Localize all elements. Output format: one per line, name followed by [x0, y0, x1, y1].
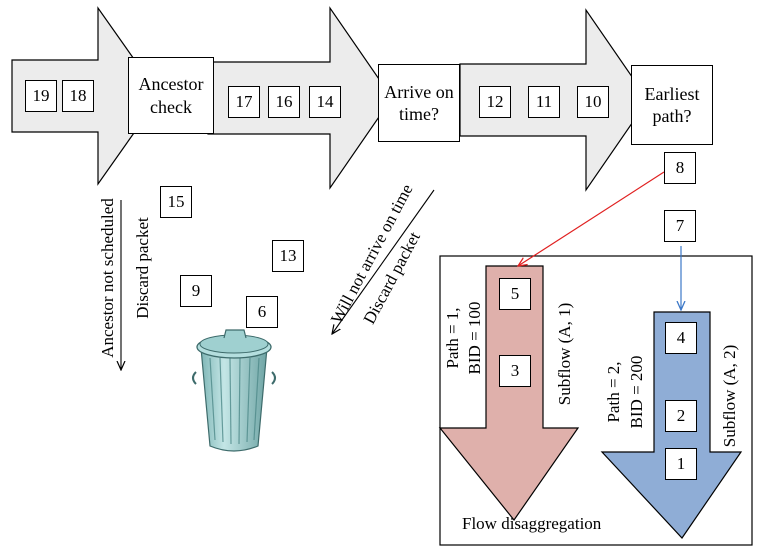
discard-arrow-2 — [332, 189, 435, 334]
flow-disaggregation-caption: Flow disaggregation — [462, 514, 602, 533]
arrive-on-time-stage: Arrive on time? — [378, 64, 460, 142]
packet-16: 16 — [268, 86, 300, 118]
subflow-1-arrow — [438, 265, 580, 522]
packet-1: 1 — [665, 448, 697, 480]
ancestor-check-stage: Ancestor check — [128, 57, 214, 134]
packet-2: 2 — [665, 400, 697, 432]
packet-19: 19 — [25, 80, 57, 112]
packet-17: 17 — [228, 86, 260, 118]
packet-18: 18 — [62, 80, 94, 112]
packet-4: 4 — [665, 322, 697, 354]
subflow-1-bid-label: BID = 100 — [465, 301, 485, 375]
packet-6: 6 — [246, 296, 278, 328]
packet-13: 13 — [272, 240, 304, 272]
subflow-2-bid-label: BID = 200 — [627, 355, 647, 429]
discard-packet-label-1: Discard packet — [133, 217, 153, 319]
subflow-2-path-label: Path = 2, — [604, 361, 624, 423]
packet-5: 5 — [499, 278, 531, 310]
subflow-2-name-label: Subflow (A, 2) — [720, 344, 740, 448]
subflow-1-path-label: Path = 1, — [443, 307, 463, 369]
red-dispatch-arrow — [518, 171, 665, 266]
earliest-path-stage: Earliest path? — [631, 65, 713, 145]
packet-10: 10 — [577, 86, 609, 118]
pipeline-arrow-2 — [207, 6, 393, 190]
packet-7: 7 — [664, 210, 696, 242]
packet-8: 8 — [664, 152, 696, 184]
subflow-1-name-label: Subflow (A, 1) — [555, 302, 575, 406]
packet-3: 3 — [499, 355, 531, 387]
ancestor-not-scheduled-label: Ancestor not scheduled — [98, 198, 118, 358]
packet-12: 12 — [479, 86, 511, 118]
packet-11: 11 — [528, 86, 560, 118]
packet-14: 14 — [309, 86, 341, 118]
trash-can-icon — [192, 329, 276, 452]
packet-15: 15 — [160, 186, 192, 218]
packet-9: 9 — [180, 275, 212, 307]
